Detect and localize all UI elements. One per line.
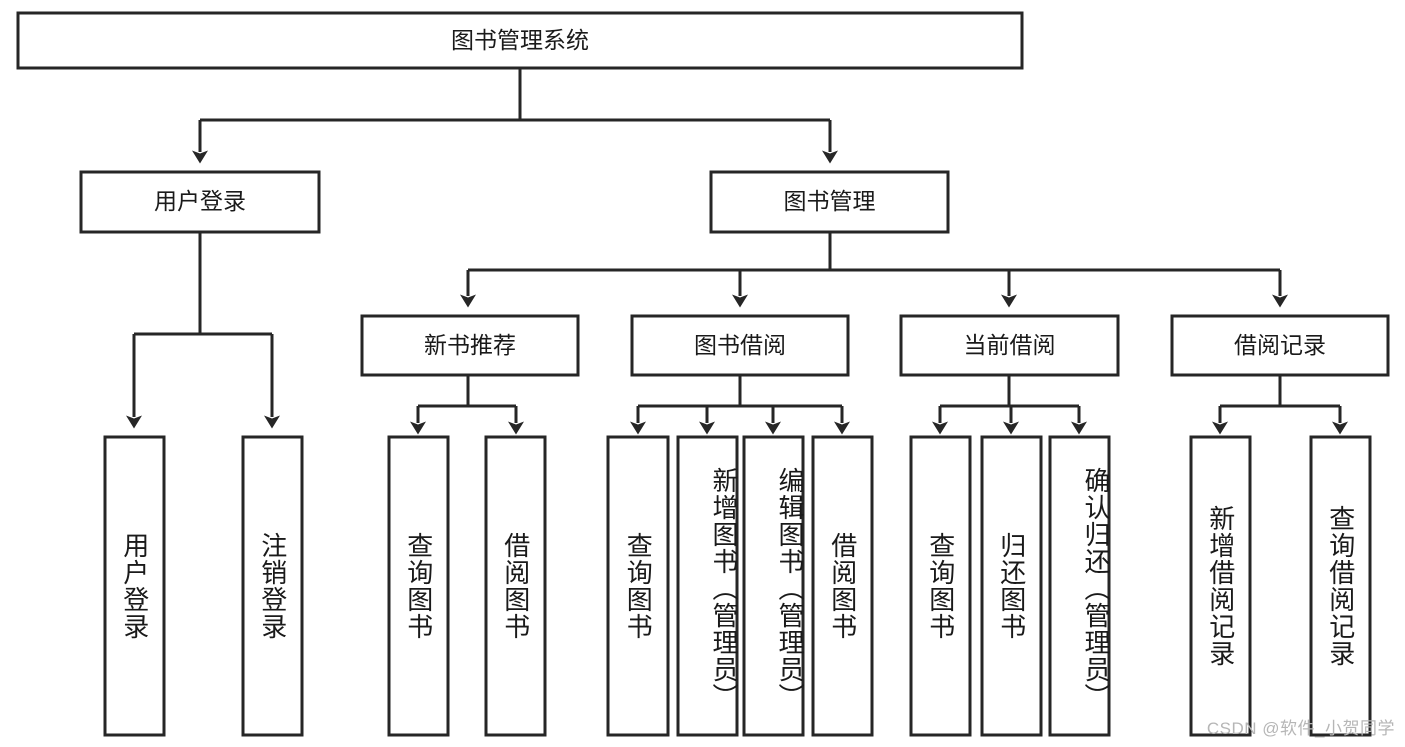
node-box-borrow-record[interactable] [1170, 314, 1390, 377]
node-box-root[interactable] [16, 11, 1024, 70]
node-box-book-management[interactable] [709, 170, 950, 234]
node-box-current-borrow[interactable] [899, 314, 1120, 377]
connector-group [126, 68, 1348, 435]
node-box-leaf-edit-book[interactable] [742, 435, 805, 737]
node-box-leaf-borrow-book-2[interactable] [811, 435, 874, 737]
node-box-leaf-return-book[interactable] [980, 435, 1043, 737]
node-box-leaf-logout[interactable] [241, 435, 304, 737]
node-box-leaf-borrow-book-1[interactable] [484, 435, 547, 737]
csdn-watermark: CSDN @软件_小贺同学 [1206, 719, 1395, 738]
node-box-leaf-add-book[interactable] [676, 435, 739, 737]
node-box-leaf-query-book-3[interactable] [909, 435, 972, 737]
node-box-leaf-user-login[interactable] [103, 435, 166, 737]
box-group [16, 11, 1390, 737]
node-box-leaf-query-record[interactable] [1309, 435, 1372, 737]
node-box-user-login[interactable] [79, 170, 321, 234]
node-box-leaf-query-book-2[interactable] [606, 435, 670, 737]
node-box-leaf-confirm-return[interactable] [1048, 435, 1111, 737]
node-box-book-borrow[interactable] [630, 314, 850, 377]
node-box-new-book-recommend[interactable] [360, 314, 580, 377]
node-box-leaf-add-record[interactable] [1189, 435, 1252, 737]
node-box-leaf-query-book-1[interactable] [387, 435, 450, 737]
